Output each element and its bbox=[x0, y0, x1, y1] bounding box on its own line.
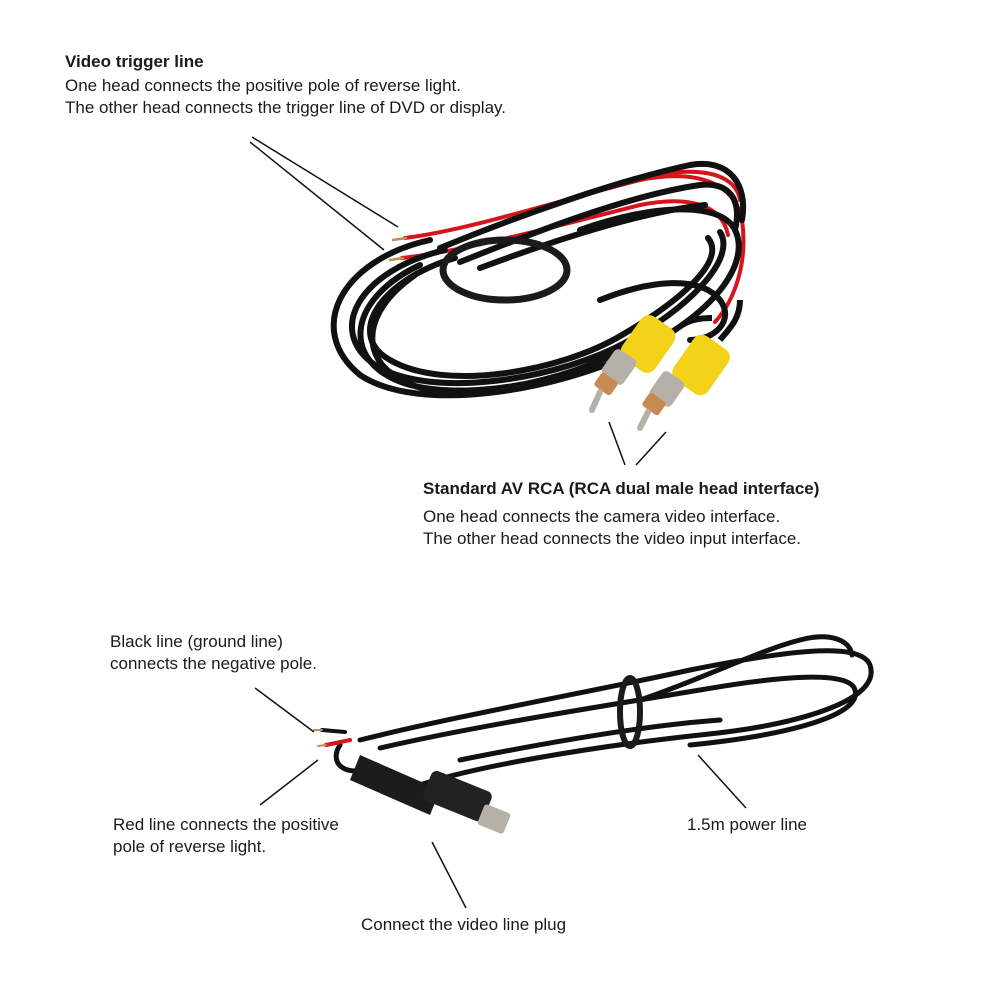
video-trigger-desc-2: The other head connects the trigger line… bbox=[65, 98, 506, 117]
trigger-wire-tips bbox=[388, 236, 408, 262]
red-line-desc-2: pole of reverse light. bbox=[113, 837, 267, 856]
power-cable bbox=[313, 634, 874, 834]
black-line-desc-1: Black line (ground line) bbox=[110, 632, 283, 651]
rca-plug-right bbox=[637, 299, 743, 431]
rca-plug-left bbox=[589, 315, 713, 413]
power-cable-coils bbox=[333, 634, 874, 788]
power-line-label: 1.5m power line bbox=[687, 815, 808, 834]
rca-desc-2: The other head connects the video input … bbox=[423, 529, 802, 548]
power-cable-tie bbox=[617, 675, 643, 749]
black-line-desc-2: connects the negative pole. bbox=[110, 654, 317, 673]
rca-desc-1: One head connects the camera video inter… bbox=[423, 507, 781, 526]
rca-title: Standard AV RCA (RCA dual male head inte… bbox=[423, 479, 820, 498]
plug-label: Connect the video line plug bbox=[361, 915, 567, 934]
power-lead-wires bbox=[313, 728, 352, 747]
red-line-desc-1: Red line connects the positive bbox=[113, 815, 339, 834]
leader-lines bbox=[249, 136, 747, 909]
video-extension-cable bbox=[330, 160, 747, 431]
cable-tie bbox=[439, 236, 571, 304]
red-trigger-wire bbox=[400, 169, 746, 324]
dc-plug bbox=[350, 755, 511, 834]
video-trigger-desc-1: One head connects the positive pole of r… bbox=[65, 76, 461, 95]
video-trigger-title: Video trigger line bbox=[65, 52, 204, 71]
